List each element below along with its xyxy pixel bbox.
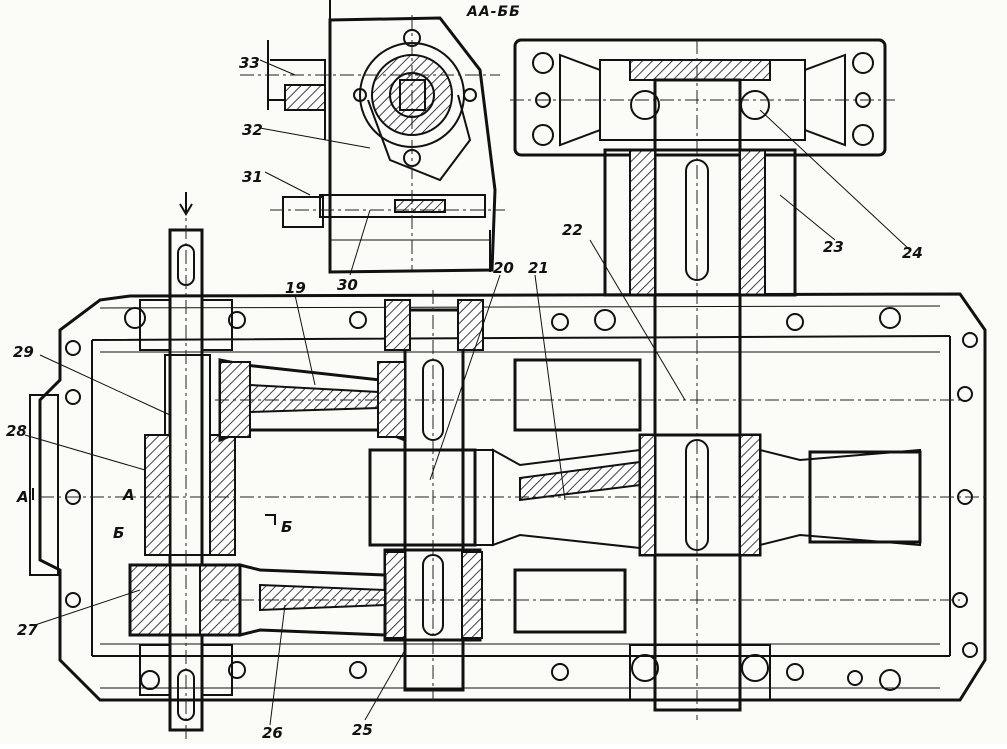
aux-housing bbox=[240, 0, 505, 274]
callout-27: 27 bbox=[17, 621, 38, 639]
callout-26: 26 bbox=[262, 724, 283, 742]
labels: АА-ББ 19 20 21 22 23 24 25 26 27 28 29 3… bbox=[6, 4, 923, 742]
callout-23: 23 bbox=[823, 238, 844, 256]
callout-32: 32 bbox=[242, 121, 263, 139]
gear-23 bbox=[603, 148, 797, 297]
output-shaft bbox=[604, 40, 796, 720]
callout-31: 31 bbox=[242, 168, 263, 186]
center-lines bbox=[40, 399, 990, 601]
callout-29: 29 bbox=[13, 343, 34, 361]
callout-28: 28 bbox=[6, 422, 27, 440]
callout-20: 20 bbox=[493, 259, 514, 277]
callout-25: 25 bbox=[352, 721, 373, 739]
callout-24: 24 bbox=[902, 244, 923, 262]
callout-22: 22 bbox=[562, 221, 583, 239]
section-title: АА-ББ bbox=[466, 4, 521, 20]
section-mark-b-right: Б bbox=[281, 518, 292, 536]
section-mark-b-left: Б bbox=[113, 524, 124, 542]
callout-30: 30 bbox=[337, 276, 358, 294]
gear-21 bbox=[492, 358, 656, 557]
section-mark-a-inner: А bbox=[122, 486, 135, 504]
gear-22 bbox=[638, 433, 922, 557]
callout-21: 21 bbox=[528, 259, 549, 277]
leader-lines bbox=[24, 59, 911, 726]
input-shaft bbox=[129, 192, 241, 740]
housing-bolts bbox=[65, 307, 978, 691]
callout-33: 33 bbox=[239, 54, 260, 72]
section-mark-a-left: А bbox=[16, 488, 29, 506]
intermediate-shaft bbox=[384, 290, 484, 700]
callout-19: 19 bbox=[285, 279, 306, 297]
right-bracket bbox=[510, 38, 895, 157]
housing bbox=[29, 292, 987, 702]
